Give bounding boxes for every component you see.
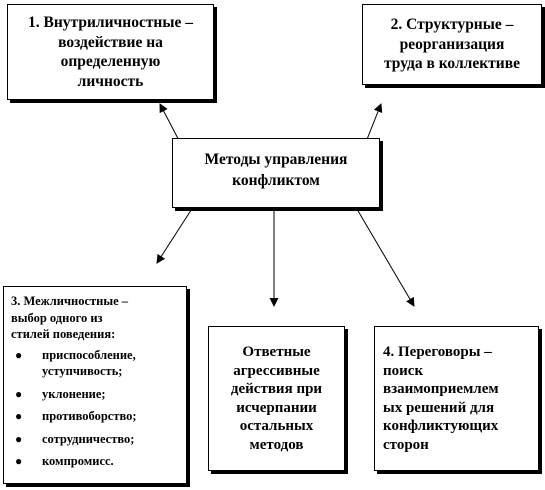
box-text-line: агрессивные [233, 362, 320, 379]
list-item: ● противоборство; [11, 408, 182, 425]
box-text-line: действия при [230, 381, 323, 397]
box-text-line: 4. Переговоры – [383, 344, 492, 360]
center-text-line: Методы управления [204, 151, 348, 168]
list-item-text: приспособление, [42, 347, 136, 362]
bullet-icon: ● [15, 431, 23, 446]
bullet-icon: ● [15, 454, 23, 468]
bullet-icon: ● [15, 347, 23, 362]
box-text-line: исчерпании [236, 399, 317, 416]
interpersonal-heading-line: выбор одного из [11, 310, 103, 325]
box-text-line: реорганизация [399, 35, 505, 53]
box-text-line: сторон [383, 436, 429, 453]
intrapersonal-box: 1. Внутриличностные – воздействие на опр… [7, 4, 214, 100]
bullet-icon: ● [15, 386, 23, 401]
box-text-line: воздействие на [58, 33, 163, 51]
list-item: ● уклонение; [11, 386, 182, 403]
list-item-text: уклонение; [42, 386, 106, 401]
box-text-line: ых решений для [383, 399, 495, 416]
interpersonal-heading-line: 3. Межличностные – [11, 294, 129, 308]
box-text-line: труда в коллективе [384, 55, 520, 73]
arrow-to-interpersonal [156, 203, 196, 264]
conflict-methods-center-box: Методы управления конфликтом [172, 138, 380, 208]
box-text-line: определенную [60, 53, 161, 70]
box-text-line: Ответные [242, 344, 311, 360]
interpersonal-box: 3. Межличностные – выбор одного из стиле… [3, 286, 187, 484]
arrow-to-negotiation [353, 203, 415, 307]
list-item: ● сотрудничество; [11, 431, 182, 448]
box-text-line: 1. Внутриличностные – [28, 14, 193, 31]
negotiation-box: 4. Переговоры – поиск взаимоприемлем ых … [374, 326, 539, 471]
bullet-icon: ● [15, 409, 23, 423]
box-text-line: остальных [239, 418, 314, 434]
box-text-line: конфликтующих [383, 418, 499, 434]
box-text-line: 2. Структурные – [390, 16, 514, 34]
list-item: ● приспособление, уступчивость; [11, 347, 182, 380]
box-text-line: поиск [383, 362, 424, 379]
structural-box: 2. Структурные – реорганизация труда в к… [362, 4, 542, 85]
list-item-text: сотрудничество; [42, 431, 135, 446]
behavior-styles-list: ● приспособление, уступчивость; ● уклоне… [11, 347, 182, 470]
list-item-text: компромисс. [42, 454, 114, 468]
box-text-line: методов [249, 436, 304, 453]
list-item: ● компромисс. [11, 453, 182, 470]
center-text-line: конфликтом [232, 172, 320, 189]
aggressive-response-box: Ответные агрессивные действия при исчерп… [208, 326, 345, 471]
list-item-text: противоборство; [42, 409, 137, 423]
interpersonal-heading-line: стилей поведения: [11, 327, 116, 341]
box-text-line: взаимоприемлем [383, 381, 499, 397]
list-item-text: уступчивость; [42, 364, 123, 378]
box-text-line: личность [77, 72, 144, 90]
